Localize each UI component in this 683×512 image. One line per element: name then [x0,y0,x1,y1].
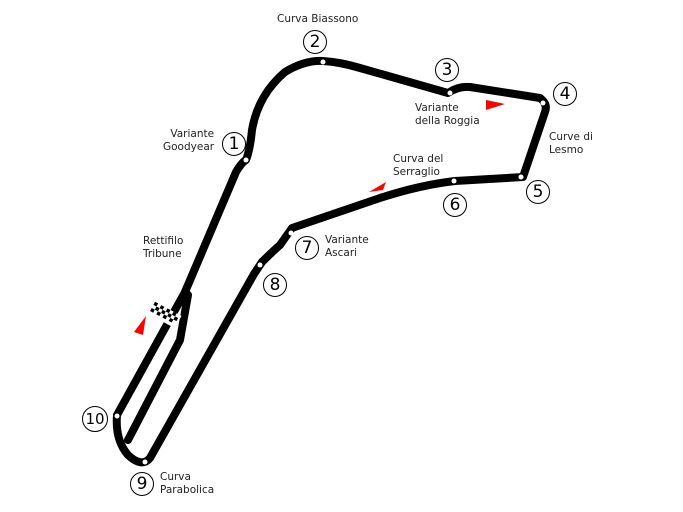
corner-number-8: 8 [263,273,287,297]
main-track [112,56,550,467]
corner-label-4: Curve di Lesmo [549,131,593,156]
straight-label: Rettifilo Tribune [143,235,184,260]
corner-label-1: Variante Goodyear [163,128,215,153]
corner-number-3: 3 [435,58,459,82]
corner-label-3: Variante della Roggia [415,102,480,127]
corner-dots [114,59,546,465]
inner-track [124,288,192,444]
corner-label-9: Curva Parabolica [160,471,215,496]
corner-label-2: Curva Biassono [277,13,359,25]
corner-label-6: Curva del Serraglio [393,153,444,178]
corner-number-5: 5 [526,180,550,204]
corner-number-2: 2 [303,30,327,54]
direction-arrow-icon [134,316,146,335]
corner-number-10: 10 [82,406,108,432]
corner-number-7: 7 [295,236,319,260]
finish-line [148,301,182,329]
corner-label-7: Variante Ascari [325,234,369,259]
direction-arrow-icon [486,100,505,110]
direction-arrow-icon [369,182,386,192]
corner-number-1: 1 [222,132,246,156]
direction-arrows [134,100,505,335]
corner-number-6: 6 [443,193,467,217]
corner-number-4: 4 [553,82,577,106]
corner-number-9: 9 [130,472,154,496]
